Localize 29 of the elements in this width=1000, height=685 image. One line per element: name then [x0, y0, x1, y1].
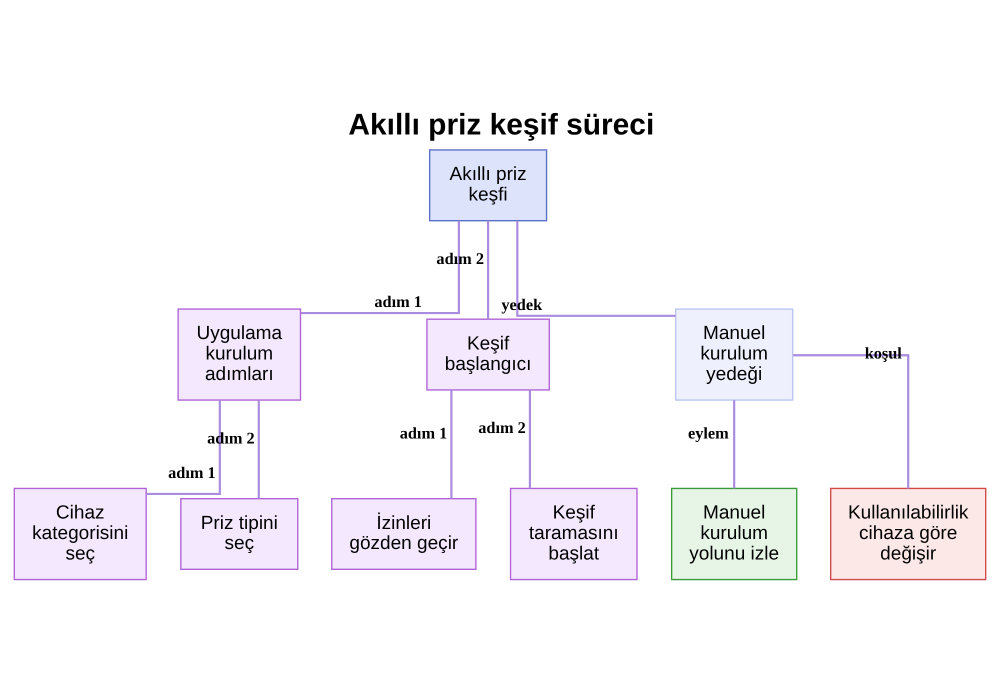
- node-box: Akıllı priz keşfi: [428, 148, 548, 221]
- edge-label: adım 1: [400, 422, 448, 442]
- node-box: Priz tipini seç: [180, 498, 298, 570]
- connector: [733, 400, 736, 488]
- diagram-title: Akıllı priz keşif süreci: [348, 108, 654, 141]
- connector: [487, 220, 490, 319]
- node-box: Keşif taramasını başlat: [510, 487, 638, 580]
- edge-label: yedek: [501, 294, 542, 314]
- connector: [301, 220, 460, 314]
- node-box: Uygulama kurulum adımları: [177, 308, 302, 400]
- edge-label: eylem: [688, 422, 729, 442]
- node-box: Manuel kurulum yolunu izle: [670, 487, 798, 580]
- node-box: Cihaz kategorisini seç: [14, 487, 147, 580]
- connector: [450, 390, 452, 498]
- edge-label: koşul: [864, 342, 902, 362]
- edge-label: adım 2: [436, 248, 484, 268]
- connector: [528, 390, 531, 488]
- node-box: Keşif başlangıcı: [426, 318, 550, 390]
- connector: [258, 400, 260, 498]
- edge-label: adım 1: [374, 292, 422, 311]
- connector: [516, 220, 676, 316]
- edge-label: adım 1: [168, 462, 216, 482]
- node-box: İzinleri gözden geçir: [331, 498, 477, 570]
- node-box: Manuel kurulum yedeği: [675, 308, 794, 400]
- connector: [146, 400, 221, 494]
- connector: [793, 354, 910, 488]
- edge-label: adım 2: [478, 418, 526, 437]
- node-box: Kullanılabilirlik cihaza göre değişir: [830, 487, 986, 580]
- edge-label: adım 2: [207, 428, 255, 447]
